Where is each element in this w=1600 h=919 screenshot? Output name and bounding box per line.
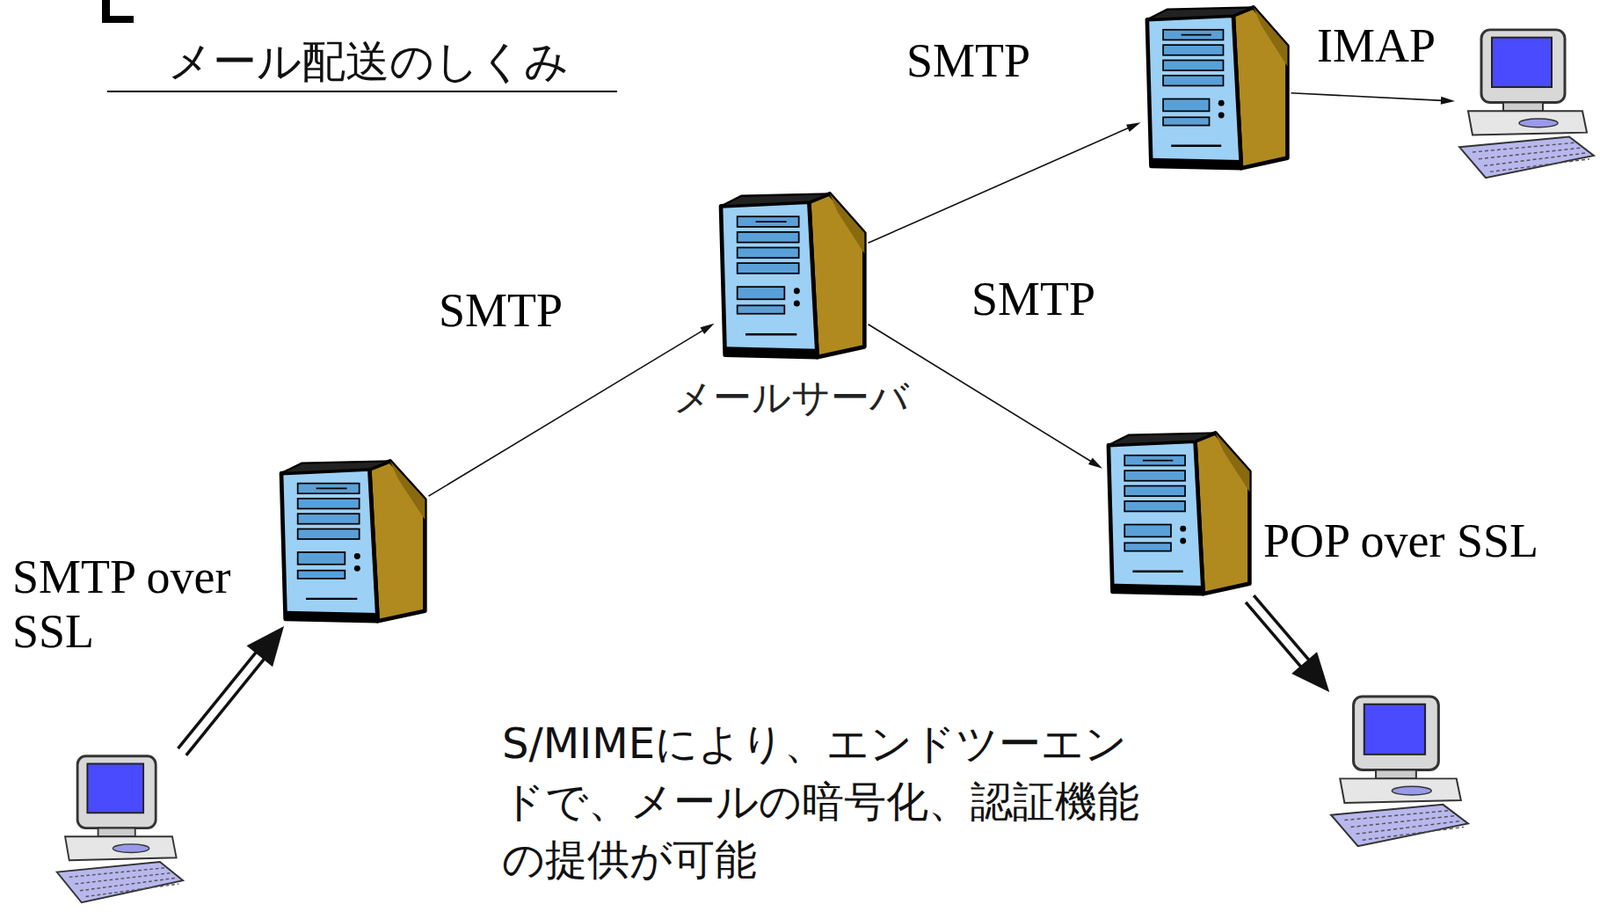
arrow-head [699,323,714,335]
client-pc [1326,691,1470,852]
arrow-head [247,625,284,667]
pc-icon [1454,25,1596,184]
arrow-shaft [868,127,1130,243]
arrow-shaft [1253,595,1310,661]
mail-server [275,458,430,626]
protocol-label: IMAP [1316,18,1436,73]
arrow-head [1088,457,1103,468]
note-text: S/MIMEにより、エンドツーエンドで、メールの暗号化、認証機能の提供が可能 [501,713,1144,889]
client-pc [52,751,185,909]
protocol-label: SMTP [438,283,563,338]
server-icon [1102,430,1254,599]
arrow-head [1440,96,1455,105]
arrow-shaft [1245,602,1302,668]
smtp-arrow [429,323,715,496]
arrow-head [1126,122,1141,132]
mail-server: メールサーバ [668,191,915,422]
diagram-title: メール配送のしくみ [107,33,618,93]
client-pc [1454,25,1596,184]
arrow-shaft [186,657,265,755]
node-label: メールサーバ [668,374,915,422]
ssl-arrow [177,625,284,756]
server-icon [1141,5,1292,174]
pc-icon [52,751,185,909]
mail-server [1141,5,1292,174]
smtp-arrow [868,122,1142,243]
smtp-arrow [1291,93,1456,105]
server-icon [714,191,869,363]
arrow-shaft [177,651,256,749]
mail-server [1102,430,1254,599]
ssl-arrow [1245,595,1330,692]
arrow-shaft [1291,93,1444,102]
corner-mark [101,15,134,23]
protocol-label: SMTP [906,33,1031,88]
protocol-label: SMTP over SSL [12,549,233,659]
protocol-label: SMTP [971,271,1096,327]
arrow-shaft [429,329,705,496]
arrow-head [1291,651,1330,692]
server-icon [275,458,430,626]
protocol-label: POP over SSL [1263,513,1539,568]
pc-icon [1326,691,1470,852]
